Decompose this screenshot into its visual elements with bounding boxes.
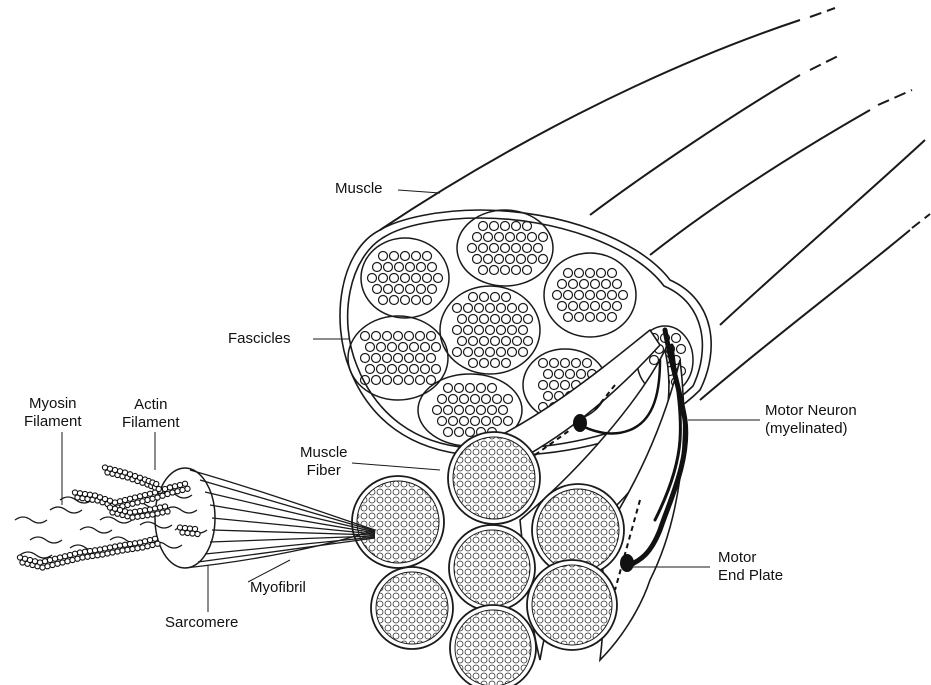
label-myosin-filament: Myosin Filament	[24, 395, 82, 431]
motor-end-plate-upper	[573, 414, 587, 432]
fascicle	[348, 316, 448, 400]
myosin-strand	[80, 527, 112, 533]
fascicle	[440, 286, 540, 374]
label-motor-neuron: Motor Neuron (myelinated)	[765, 402, 857, 438]
fiber-section	[450, 605, 536, 685]
fiber-section	[527, 560, 617, 650]
actin-strand	[102, 465, 161, 492]
actin-strand	[177, 525, 200, 537]
label-sarcomere: Sarcomere	[165, 614, 238, 632]
actin-strand	[167, 481, 190, 495]
myosin-strand	[30, 537, 62, 543]
label-actin-filament: Actin Filament	[122, 396, 180, 432]
fascicle	[457, 210, 553, 286]
label-muscle-fiber: Muscle Fiber	[300, 444, 348, 480]
myofibril	[185, 470, 375, 568]
fiber-section	[449, 525, 535, 611]
label-fascicles: Fascicles	[228, 330, 291, 348]
fascicle	[361, 238, 449, 318]
fascicle	[544, 253, 636, 337]
filament-bundle	[15, 465, 207, 570]
label-myofibril: Myofibril	[250, 579, 306, 597]
fiber-section	[352, 476, 444, 568]
actin-strand	[107, 504, 170, 520]
label-motor-end-plate: Motor End Plate	[718, 549, 783, 585]
myosin-strand	[50, 507, 82, 513]
fiber-section	[371, 567, 453, 649]
actin-strand	[17, 536, 160, 570]
myosin-strand	[15, 517, 47, 523]
label-muscle: Muscle	[335, 180, 383, 198]
fiber-section	[448, 432, 540, 524]
